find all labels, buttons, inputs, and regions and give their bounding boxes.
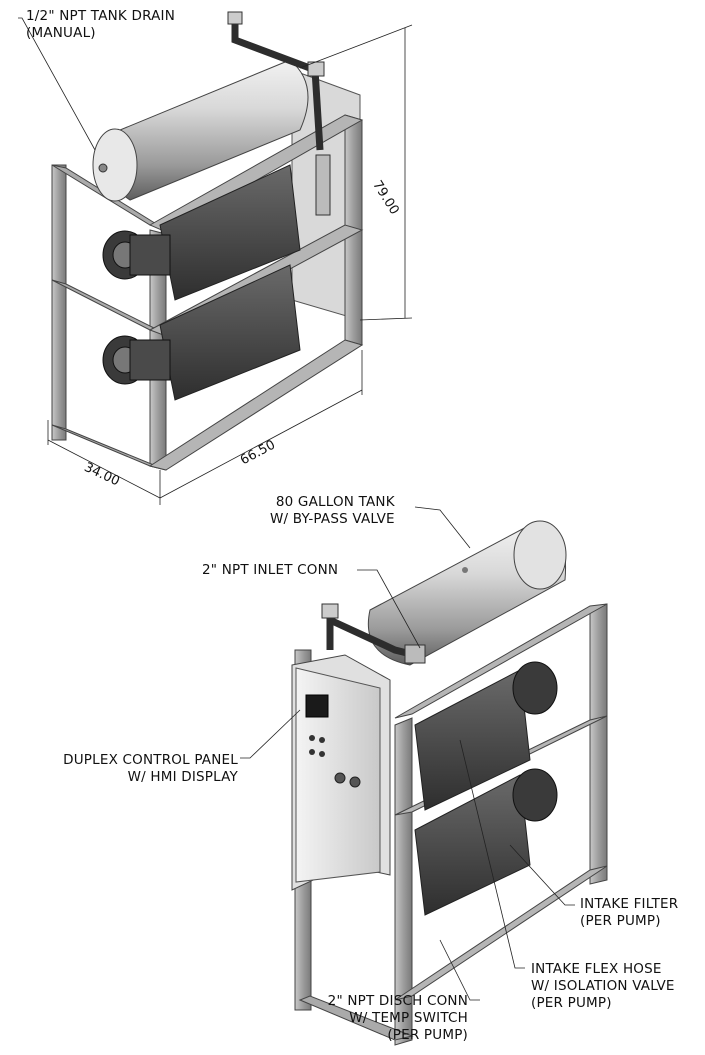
pump xyxy=(102,164,301,301)
bottom-unit xyxy=(291,520,608,1046)
label-line: (PER PUMP) xyxy=(387,1027,468,1043)
label-line: W/ BY-PASS VALVE xyxy=(270,511,395,527)
label-line: (PER PUMP) xyxy=(531,995,612,1011)
frame-rail xyxy=(51,279,167,335)
label-disch: 2" NPT DISCH CONN W/ TEMP SWITCH (PER PU… xyxy=(300,993,468,1044)
piping xyxy=(227,11,331,216)
label-line: 2" NPT DISCH CONN xyxy=(327,993,468,1009)
label-line: W/ HMI DISPLAY xyxy=(127,769,238,785)
frame-rail xyxy=(298,995,414,1041)
label-intake-filter: INTAKE FILTER (PER PUMP) xyxy=(580,896,678,930)
pump xyxy=(102,264,301,401)
label-line: 1/2" NPT TANK DRAIN xyxy=(26,8,176,24)
tank xyxy=(92,59,309,202)
frame-post xyxy=(51,164,67,441)
label-line: W/ ISOLATION VALVE xyxy=(531,978,675,994)
pump xyxy=(414,661,558,811)
pump xyxy=(414,768,558,916)
frame-post xyxy=(394,717,413,1046)
hmi-display xyxy=(305,694,329,718)
top-unit xyxy=(51,11,364,471)
frame-post xyxy=(589,603,608,885)
frame-rail xyxy=(394,865,608,1001)
label-line: (MANUAL) xyxy=(26,25,96,41)
label-line: DUPLEX CONTROL PANEL xyxy=(63,752,238,768)
leader-lines xyxy=(240,506,575,1001)
frame-rail xyxy=(51,424,167,471)
dimension-lines xyxy=(18,17,413,505)
label-tank: 80 GALLON TANK W/ BY-PASS VALVE xyxy=(270,494,395,528)
label-control-panel: DUPLEX CONTROL PANEL W/ HMI DISPLAY xyxy=(26,752,238,786)
label-line: (PER PUMP) xyxy=(580,913,661,929)
frame-rail xyxy=(394,603,608,719)
label-inlet: 2" NPT INLET CONN xyxy=(202,562,338,579)
label-line: INTAKE FLEX HOSE xyxy=(531,961,662,977)
control-panel xyxy=(291,654,391,891)
label-line: W/ TEMP SWITCH xyxy=(349,1010,468,1026)
label-line: 2" NPT INLET CONN xyxy=(202,562,339,578)
piping xyxy=(321,603,426,664)
label-line: 80 GALLON TANK xyxy=(275,494,395,510)
frame-rail xyxy=(148,339,364,471)
label-line: INTAKE FILTER xyxy=(580,896,679,912)
label-tank-drain: 1/2" NPT TANK DRAIN (MANUAL) xyxy=(26,8,175,42)
label-flex-hose: INTAKE FLEX HOSE W/ ISOLATION VALVE (PER… xyxy=(531,961,675,1012)
